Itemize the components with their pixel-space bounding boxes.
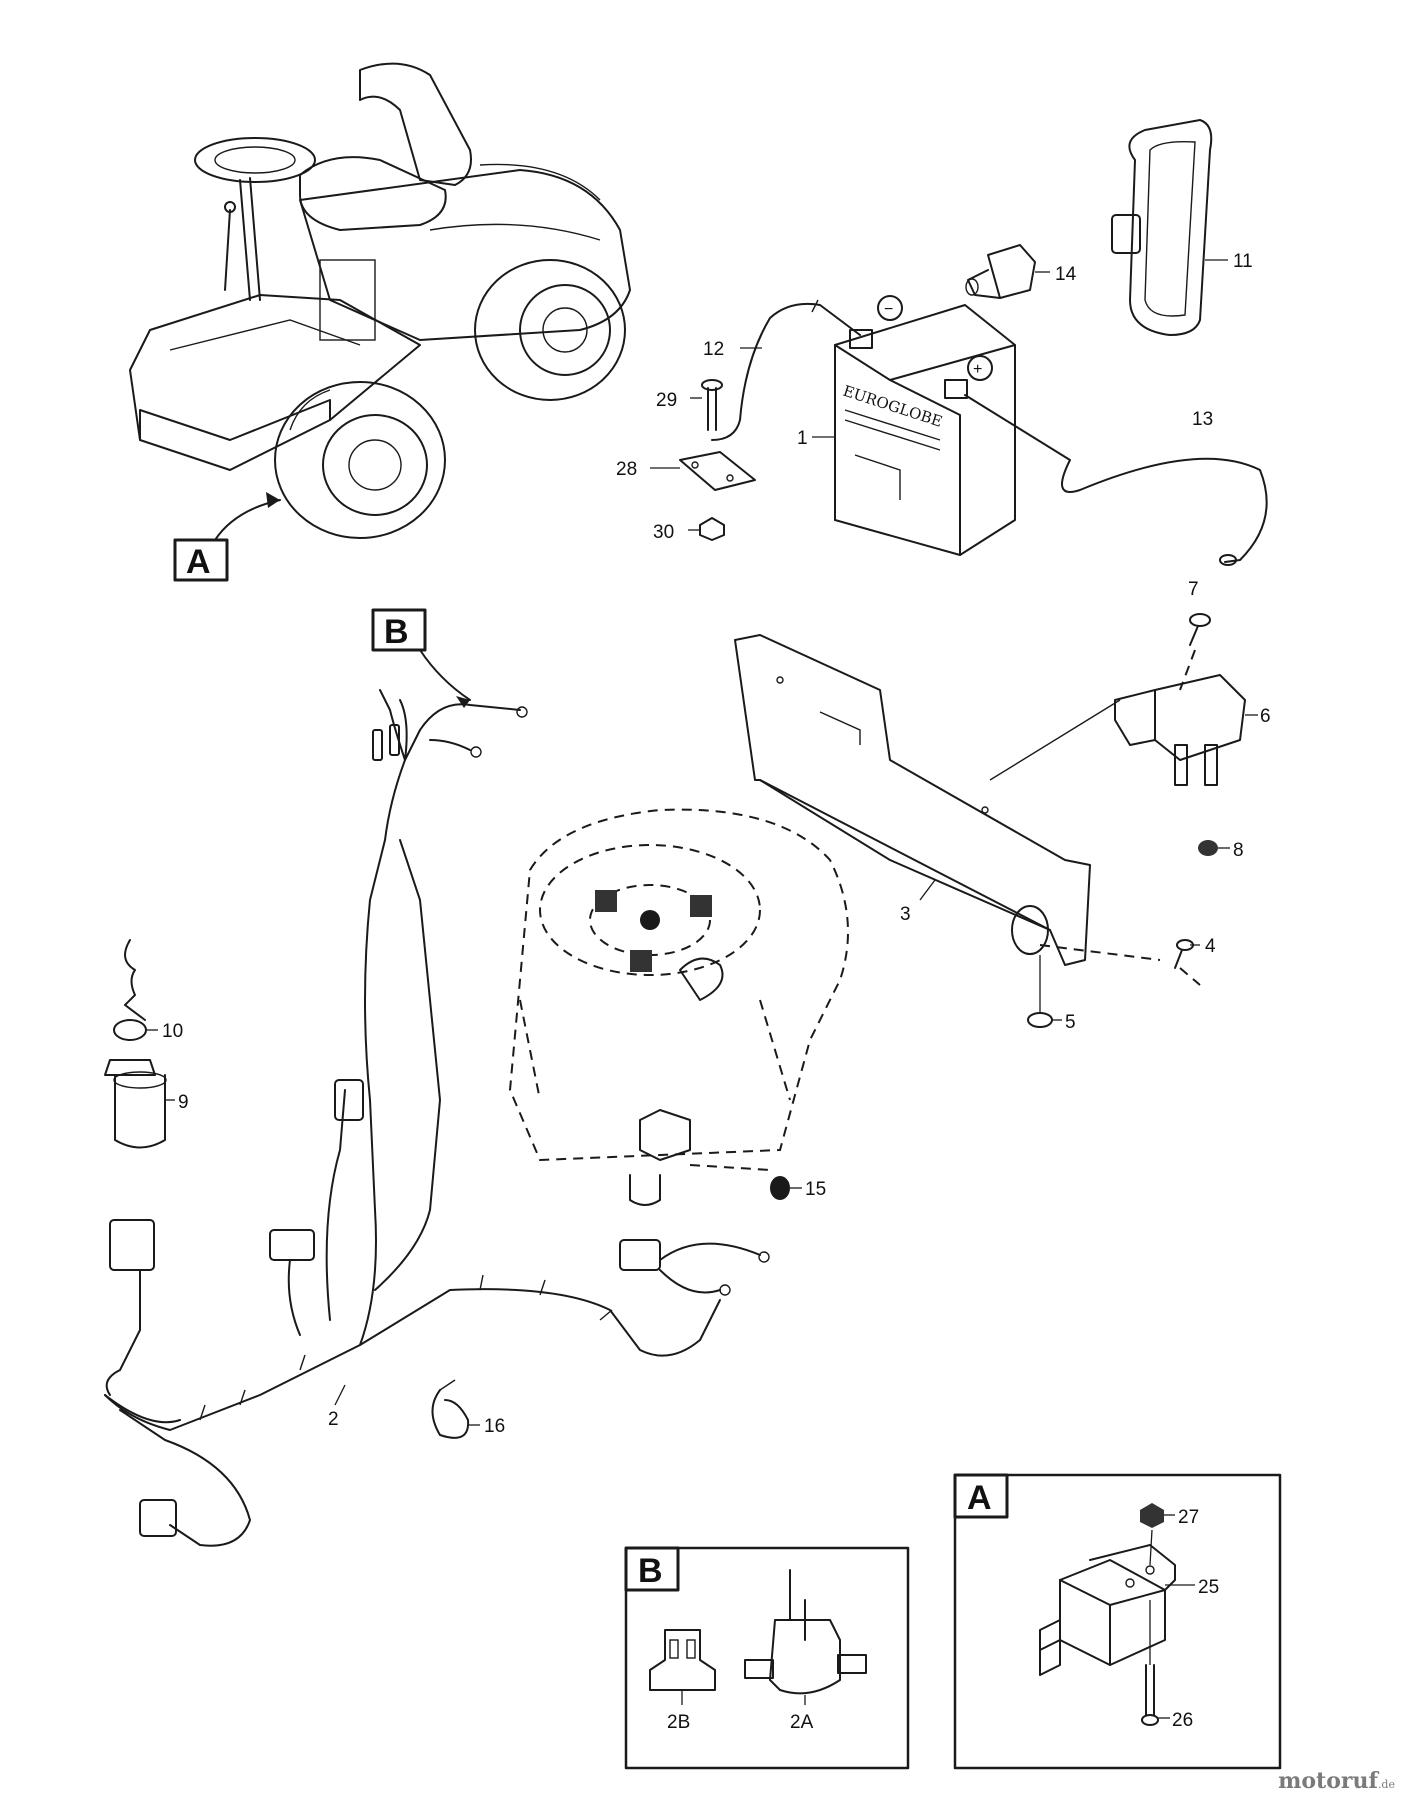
svg-text:A: A: [967, 1479, 992, 1517]
cable-12: [711, 299, 861, 441]
svg-text:25: 25: [1198, 1577, 1219, 1598]
ride-on-mower: [129, 62, 631, 539]
svg-text:11: 11: [1233, 251, 1253, 272]
svg-text:2: 2: [328, 1409, 339, 1430]
strap-11: [1111, 119, 1213, 336]
svg-text:5: 5: [1065, 1012, 1076, 1033]
svg-text:7: 7: [1188, 579, 1199, 600]
svg-text:14: 14: [1055, 264, 1077, 285]
svg-text:29: 29: [656, 390, 677, 411]
svg-text:10: 10: [162, 1021, 183, 1042]
svg-text:4: 4: [1205, 936, 1216, 957]
svg-text:B: B: [384, 613, 409, 651]
inset-b: B: [624, 1546, 910, 1770]
svg-text:15: 15: [805, 1179, 826, 1200]
svg-text:2B: 2B: [667, 1712, 690, 1733]
bracket-3: [734, 634, 1161, 966]
watermark: motoruf.de: [1278, 1768, 1395, 1794]
svg-text:12: 12: [703, 339, 724, 360]
svg-text:13: 13: [1192, 409, 1213, 430]
svg-text:16: 16: [484, 1416, 505, 1437]
svg-text:28: 28: [616, 459, 637, 480]
callout-a: A: [173, 492, 281, 582]
wiring-harness-2: [104, 689, 770, 1547]
cap-15: [770, 1176, 790, 1200]
ground-hardware: [679, 379, 756, 541]
ignition-switch: [104, 939, 167, 1149]
watermark-tld: .de: [1377, 1778, 1395, 1791]
washer-5: [1027, 955, 1053, 1028]
cable-13: [964, 394, 1268, 566]
battery: − + EUROGLOBE: [834, 295, 1016, 556]
svg-text:3: 3: [900, 904, 911, 925]
screw-7: [1189, 613, 1211, 646]
svg-text:1: 1: [797, 428, 808, 449]
svg-text:9: 9: [178, 1092, 189, 1113]
svg-text:−: −: [884, 301, 893, 318]
part-labels: 1 2 3 4 5 6 7 8 9 10 11 12 13 14 15 16 2…: [146, 251, 1271, 1733]
relay-14: [965, 244, 1036, 299]
screw-4: [1174, 939, 1201, 986]
engine: [508, 808, 849, 1206]
nut-8: [1198, 840, 1218, 856]
svg-text:27: 27: [1178, 1507, 1199, 1528]
inset-a: A: [953, 1473, 1282, 1770]
callout-b: B: [371, 608, 471, 708]
cable-tie-16: [431, 1379, 470, 1439]
svg-text:6: 6: [1260, 706, 1271, 727]
svg-text:2A: 2A: [790, 1712, 814, 1733]
starter-relay-6: [1114, 649, 1246, 786]
svg-text:8: 8: [1233, 840, 1244, 861]
svg-text:A: A: [186, 543, 211, 581]
svg-text:B: B: [638, 1552, 663, 1590]
svg-text:26: 26: [1172, 1710, 1193, 1731]
watermark-name: motoruf: [1278, 1768, 1378, 1794]
svg-text:30: 30: [653, 522, 674, 543]
svg-text:+: +: [973, 361, 982, 378]
